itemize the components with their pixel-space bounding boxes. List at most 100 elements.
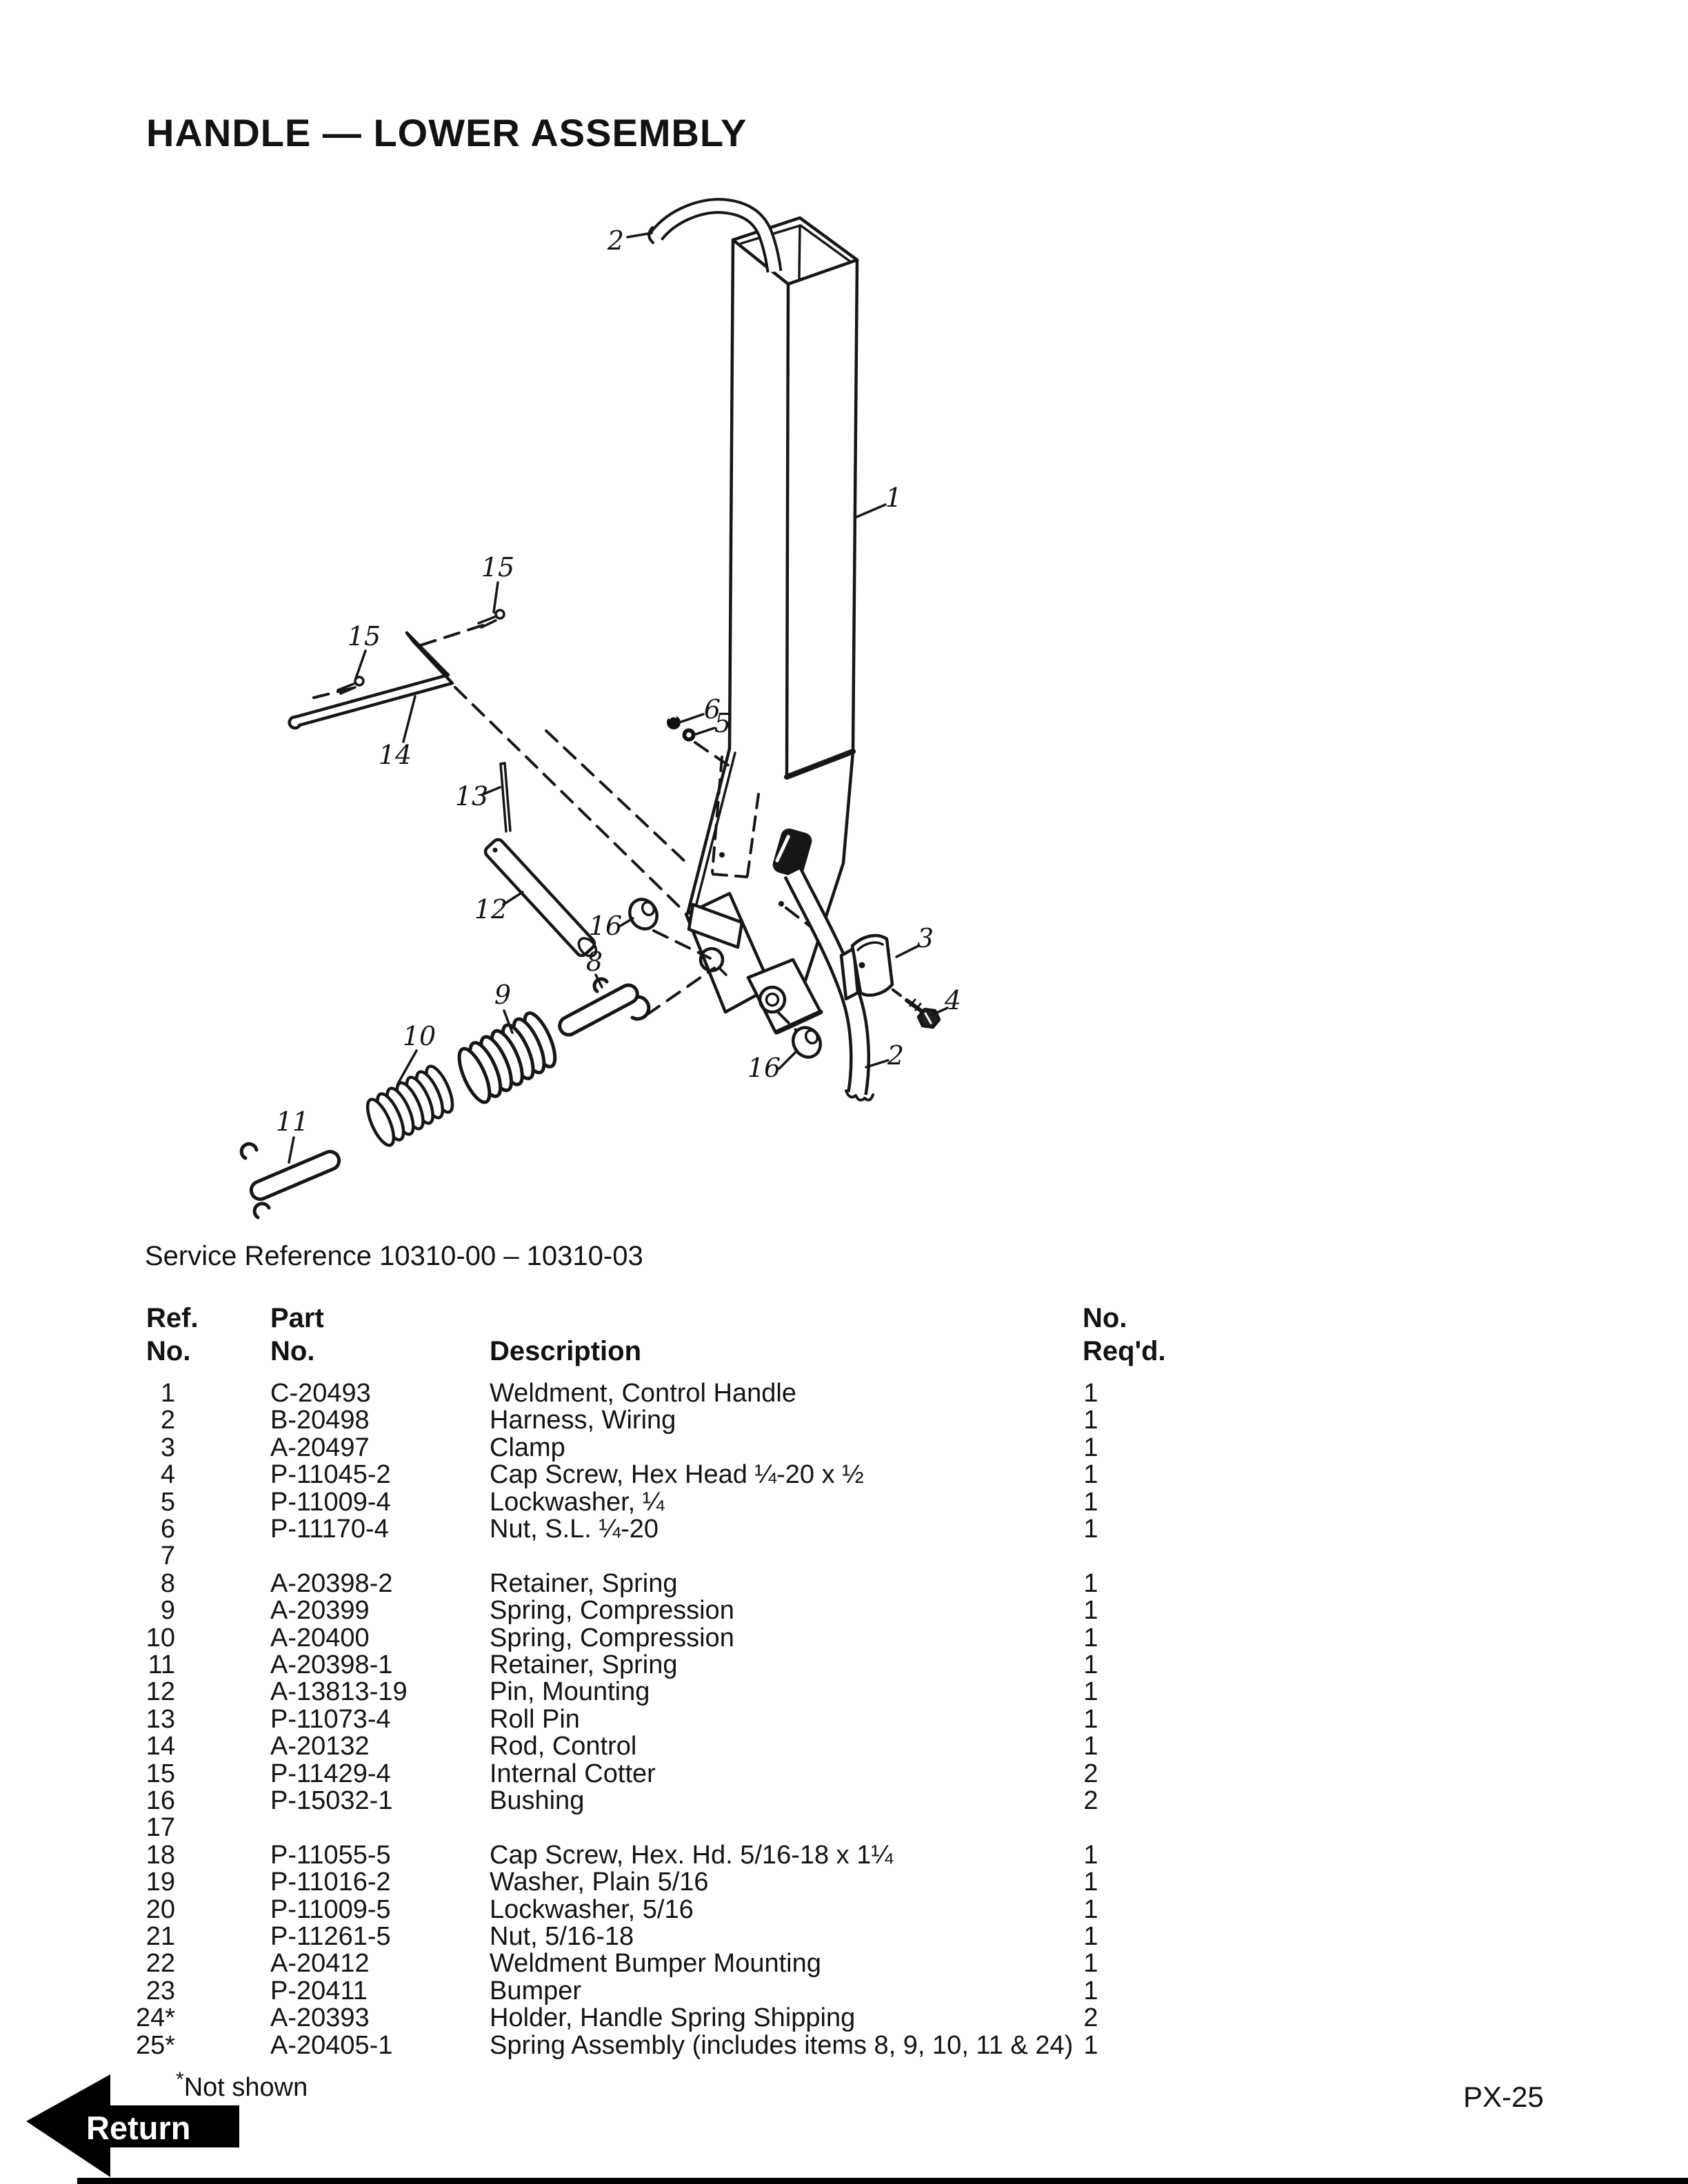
cell-part-no: P-15032-1 (270, 1786, 393, 1815)
spring-retainer-lower (239, 1142, 341, 1220)
cell-ref-no: 13 (145, 1704, 175, 1734)
cell-part-no: P-11170-4 (270, 1515, 389, 1544)
clamp (839, 933, 894, 1001)
cell-ref-no: 6 (160, 1515, 175, 1544)
control-rod (288, 631, 454, 730)
cell-part-no: A-13813-19 (270, 1677, 408, 1707)
diagram-ref-label: 8 (586, 947, 603, 977)
cell-part-no: P-11009-5 (270, 1894, 391, 1924)
cell-part-no: P-11261-5 (270, 1922, 391, 1951)
col-header-ref: Ref. (146, 1303, 199, 1333)
cell-description: Bumper (490, 1976, 582, 2005)
cell-description: Harness, Wiring (490, 1406, 676, 1435)
compression-spring-large (457, 1011, 557, 1104)
footnote: *Not shown (176, 2068, 308, 2103)
cell-part-no: P-11429-4 (270, 1759, 391, 1788)
nut (667, 715, 681, 729)
cell-description: Nut, 5/16-18 (490, 1922, 634, 1951)
cell-part-no: A-20400 (270, 1623, 370, 1652)
page-number: PX-25 (1463, 2081, 1544, 2113)
service-reference: Service Reference 10310-00 – 10310-03 (145, 1241, 643, 1271)
cell-description: Roll Pin (490, 1704, 580, 1734)
cell-ref-no: 25* (135, 2030, 175, 2060)
cell-ref-no: 4 (160, 1460, 175, 1490)
handle-tube (727, 216, 859, 780)
table-row: 3 A-20497 Clamp 1 (0, 1433, 1214, 1462)
diagram-ref-label: 15 (348, 621, 381, 651)
cell-part-no: P-20411 (270, 1976, 368, 2005)
cell-description: Washer, Plain 5/16 (490, 1868, 709, 1897)
cell-description: Weldment, Control Handle (490, 1379, 796, 1408)
internal-cotter-left (336, 676, 365, 695)
bushing-lower (792, 1026, 822, 1059)
cell-description: Bushing (490, 1786, 585, 1815)
cell-part-no: A-20497 (270, 1433, 370, 1462)
cell-ref-no: 1 (160, 1379, 175, 1408)
cell-ref-no: 18 (145, 1840, 175, 1870)
cell-qty: 1 (1083, 1623, 1098, 1652)
cell-ref-no: 3 (160, 1433, 175, 1462)
cell-part-no: P-11073-4 (270, 1704, 391, 1734)
wiring-harness-top (647, 198, 783, 273)
cell-qty: 2 (1083, 1759, 1098, 1788)
cell-description: Rod, Control (490, 1732, 637, 1761)
return-button[interactable]: Return (25, 2072, 243, 2180)
col-header-qty: Req'd. (1083, 1336, 1166, 1366)
cell-part-no: B-20498 (270, 1406, 370, 1435)
cell-qty: 2 (1083, 1786, 1098, 1815)
cell-description: Retainer, Spring (490, 1650, 678, 1679)
cell-part-no: A-20399 (270, 1596, 370, 1626)
cell-ref-no: 8 (160, 1568, 175, 1598)
diagram-ref-label: 2 (607, 225, 624, 256)
cell-qty: 1 (1083, 1976, 1098, 2005)
cell-description: Holder, Handle Spring Shipping (490, 2003, 856, 2033)
cell-ref-no: 14 (145, 1732, 175, 1761)
leader-lines (288, 232, 949, 1164)
cell-part-no: P-11045-2 (270, 1460, 391, 1490)
return-button-label: Return (86, 2110, 190, 2146)
cell-ref-no: 22 (145, 1949, 175, 1979)
cell-qty: 1 (1083, 1596, 1098, 1626)
diagram-ref-label: 10 (403, 1021, 436, 1051)
cell-description: Clamp (490, 1433, 565, 1462)
diagram-ref-label: 12 (474, 894, 508, 924)
cell-part-no: A-20132 (270, 1732, 370, 1761)
spring-retainer-upper (558, 977, 651, 1037)
cell-description: Internal Cotter (490, 1759, 656, 1788)
diagram-ref-label: 4 (944, 985, 961, 1015)
diagram-ref-label: 15 (481, 552, 514, 583)
cell-description: Nut, S.L. ¼-20 (490, 1515, 659, 1544)
col-header-part: No. (270, 1336, 315, 1366)
cell-part-no: A-20398-2 (270, 1568, 393, 1598)
cell-part-no: C-20493 (270, 1379, 371, 1408)
axis-dot (778, 901, 784, 907)
cell-qty: 1 (1083, 1433, 1098, 1462)
cell-ref-no: 16 (145, 1786, 175, 1815)
page-title: HANDLE — LOWER ASSEMBLY (146, 111, 747, 154)
col-header-part: Part (270, 1303, 324, 1333)
cell-ref-no: 20 (145, 1894, 175, 1924)
cell-ref-no: 9 (160, 1596, 175, 1626)
diagram-ref-label: 9 (494, 980, 511, 1010)
cell-description: Retainer, Spring (490, 1568, 678, 1598)
table-row: 17 (0, 1813, 1214, 1842)
cell-ref-no: 11 (148, 1650, 175, 1679)
diagram-ref-label: 16 (589, 911, 622, 941)
cell-description: Lockwasher, ¼ (490, 1487, 665, 1517)
cell-ref-no: 21 (145, 1922, 175, 1951)
diagram-ref-label: 16 (747, 1053, 781, 1083)
diagram-ref-label: 3 (917, 923, 934, 953)
cell-qty: 1 (1083, 1949, 1098, 1979)
